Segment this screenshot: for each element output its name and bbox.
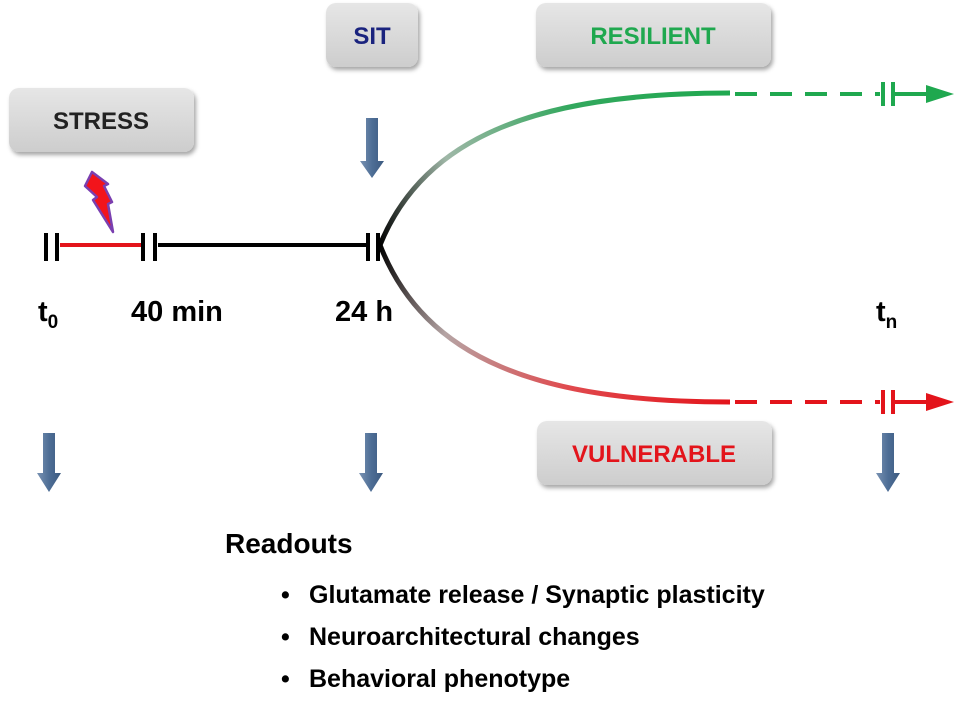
readout-text: Neuroarchitectural changes	[309, 623, 640, 651]
time-label-t0: t0	[38, 296, 58, 333]
arrowhead-icon	[926, 85, 954, 103]
bullet: •	[281, 665, 290, 693]
time-label-tn: tn	[876, 296, 897, 333]
readout-text: Behavioral phenotype	[309, 665, 571, 693]
bullet: •	[281, 581, 290, 609]
sit-label: SIT	[326, 3, 418, 67]
vulnerable-pill	[537, 421, 772, 485]
readouts-section: Readouts • Glutamate release / Synaptic p…	[225, 528, 765, 706]
arrowhead-icon	[926, 393, 954, 411]
timeline-tick	[366, 233, 380, 261]
vulnerable-branch	[377, 244, 731, 405]
down-arrow-icon	[359, 433, 383, 492]
down-arrow-icon	[360, 118, 384, 178]
resilient-label: RESILIENT	[536, 3, 771, 67]
vulnerable-text: VULNERABLE	[572, 441, 736, 468]
sit-text: SIT	[353, 23, 391, 50]
resilient-branch	[377, 90, 731, 246]
vulnerable-label: VULNERABLE	[537, 421, 772, 485]
resilient-text: RESILIENT	[590, 23, 716, 50]
time-label-24h: 24 h	[335, 296, 393, 328]
readout-text: Glutamate release / Synaptic plasticity	[309, 581, 765, 609]
bullet: •	[281, 623, 290, 651]
stress-text: STRESS	[53, 108, 149, 135]
resilient-pill	[536, 3, 771, 67]
lightning-bolt-icon	[83, 170, 115, 234]
timeline-tick	[881, 390, 895, 414]
timeline-tick	[44, 233, 59, 261]
time-label-40min: 40 min	[131, 296, 223, 328]
readouts-list: • Glutamate release / Synaptic plasticity…	[225, 580, 765, 706]
timeline-tick	[141, 233, 157, 261]
list-item: • Neuroarchitectural changes	[281, 622, 765, 664]
timeline-tick	[881, 82, 895, 106]
list-item: • Glutamate release / Synaptic plasticity	[281, 580, 765, 622]
sit-pill	[326, 3, 418, 67]
list-item: • Behavioral phenotype	[281, 664, 765, 706]
stress-label: STRESS	[9, 88, 194, 152]
down-arrow-icon	[876, 433, 900, 492]
stress-pill	[9, 88, 194, 152]
readouts-title: Readouts	[225, 528, 353, 559]
down-arrow-icon	[37, 433, 61, 492]
